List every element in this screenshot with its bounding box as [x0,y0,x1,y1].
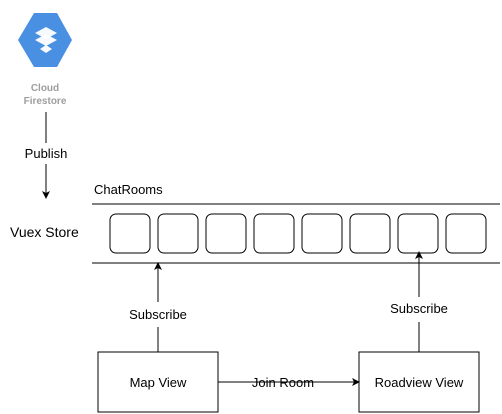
map-view-label: Map View [130,375,187,390]
chatroom-slot [397,213,439,254]
cloud-firestore-icon [18,13,72,67]
chatroom-slot [157,213,199,254]
roadview-view-label: Roadview View [375,375,464,390]
logo-label-line1: Cloud [31,83,59,94]
chatroom-slot [109,213,151,254]
publish-label: Publish [25,146,68,161]
roadview-view-node [358,351,480,413]
subscribe-left-label: Subscribe [129,307,187,322]
chatroom-slot [349,213,391,254]
chatroom-slots [109,213,487,254]
chatroom-slot [445,213,487,254]
chatroom-slot [205,213,247,254]
vuex-store-label: Vuex Store [10,224,79,240]
join-room-label: Join Room [252,375,314,390]
chatrooms-label: ChatRooms [94,182,163,197]
chatroom-slot [253,213,295,254]
subscribe-right-label: Subscribe [390,301,448,316]
logo-label-line2: Firestore [24,96,67,107]
chatroom-slot [301,213,343,254]
